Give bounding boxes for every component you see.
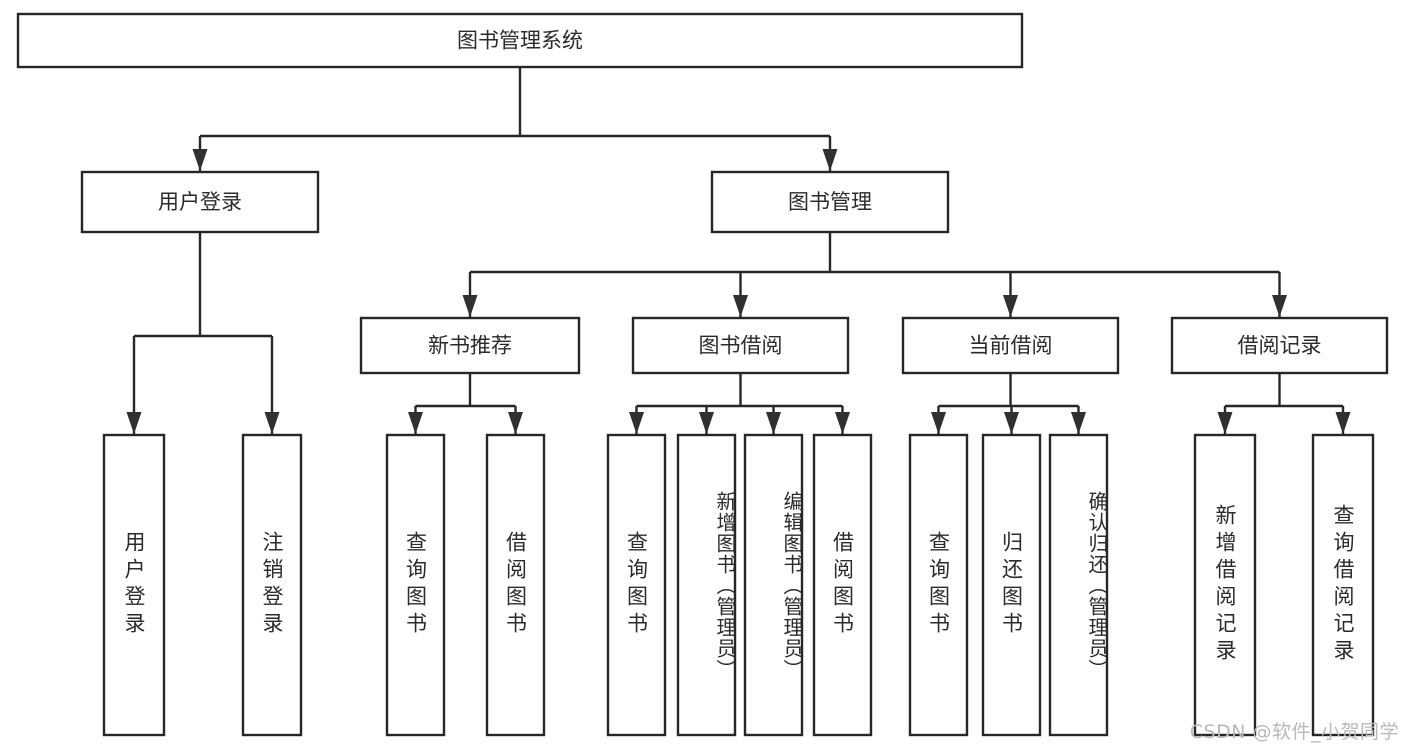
arrow-head-icon (931, 412, 946, 434)
watermark-text: CSDN @软件_小贺同学 (1189, 721, 1399, 743)
leaf-box[interactable] (241, 433, 303, 737)
level3-label: 当前借阅 (969, 334, 1053, 358)
boxes-layer (16, 12, 1389, 737)
leaf-box[interactable] (981, 433, 1042, 737)
arrow-head-icon (1004, 412, 1019, 434)
leaf-box[interactable] (102, 433, 166, 737)
level3-box[interactable] (631, 316, 850, 375)
arrow-head-icon (766, 412, 781, 434)
leaf-box[interactable] (1311, 433, 1375, 737)
arrow-head-icon (1272, 295, 1287, 317)
leaf-box[interactable] (385, 433, 446, 737)
leaf-box[interactable] (743, 433, 804, 737)
root-label: 图书管理系统 (457, 29, 583, 53)
level3-label: 图书借阅 (699, 334, 783, 358)
arrow-head-icon (835, 412, 850, 434)
level3-box[interactable] (1170, 316, 1389, 375)
level3-label: 新书推荐 (428, 334, 512, 358)
arrow-head-icon (1003, 295, 1018, 317)
level3-box[interactable] (901, 316, 1120, 375)
level2-box[interactable] (710, 170, 950, 234)
arrow-head-icon (408, 412, 423, 434)
arrow-head-icon (192, 149, 208, 171)
arrow-head-icon (822, 149, 838, 171)
level2-box[interactable] (80, 170, 320, 234)
level2-label: 图书管理 (788, 190, 872, 214)
leaf-box[interactable] (908, 433, 969, 737)
arrow-head-icon (1217, 412, 1233, 434)
level3-box[interactable] (359, 316, 581, 375)
level2-label: 用户登录 (158, 190, 242, 214)
arrow-head-icon (699, 412, 714, 434)
arrow-head-icon (264, 412, 280, 434)
leaf-box[interactable] (1193, 433, 1257, 737)
arrow-head-icon (1071, 412, 1086, 434)
leaf-box[interactable] (676, 433, 737, 737)
arrow-head-icon (462, 295, 478, 317)
root-box[interactable] (16, 12, 1024, 69)
leaf-box[interactable] (485, 433, 546, 737)
arrow-head-icon (629, 412, 644, 434)
level3-label: 借阅记录 (1238, 334, 1322, 358)
arrow-head-icon (126, 412, 142, 434)
arrow-head-icon (733, 295, 748, 317)
leaf-box[interactable] (812, 433, 873, 737)
connectors-layer (126, 67, 1351, 434)
leaf-box[interactable] (1048, 433, 1109, 737)
arrow-head-icon (1335, 412, 1351, 434)
leaf-box[interactable] (606, 433, 667, 737)
arrow-head-icon (508, 412, 523, 434)
